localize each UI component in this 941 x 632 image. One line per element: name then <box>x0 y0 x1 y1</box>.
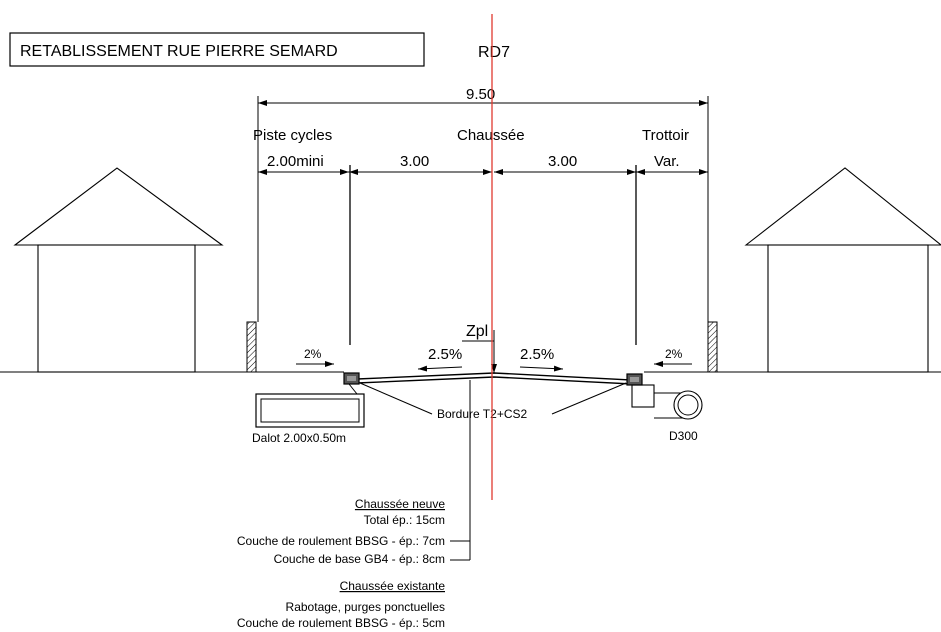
house-left-wall <box>37 244 196 373</box>
label-chaussee: Chaussée <box>457 127 525 144</box>
slope-far-left-text: 2% <box>304 347 322 361</box>
note-base: Couche de base GB4 - ép.: 8cm <box>274 552 445 566</box>
dim-lane-right-text: 3.00 <box>548 153 577 170</box>
house-right-wall <box>767 244 929 373</box>
zpl-label: Zpl <box>466 323 488 340</box>
pipe-d300-inner <box>677 394 699 416</box>
note-existing-title: Chaussée existante <box>340 579 446 593</box>
rd7-label: RD7 <box>478 44 510 61</box>
slope-left-text: 2.5% <box>428 346 462 363</box>
house-right-roof <box>744 167 941 246</box>
curb-left-inner <box>347 376 356 381</box>
drain-box <box>631 384 655 408</box>
dim-lane-left-text: 3.00 <box>400 153 429 170</box>
title-text: RETABLISSEMENT RUE PIERRE SEMARD <box>20 43 338 60</box>
label-piste-cycles: Piste cycles <box>253 127 332 144</box>
bordure-leader-left <box>359 382 433 415</box>
dalot-outer <box>255 393 365 428</box>
dalot-inner <box>260 398 360 423</box>
house-left-roof <box>13 167 224 246</box>
dim-total-text: 9.50 <box>466 86 495 103</box>
slope-right-text: 2.5% <box>520 346 554 363</box>
d300-label: D300 <box>669 429 698 443</box>
note-rabotage: Rabotage, purges ponctuelles <box>286 600 445 614</box>
label-trottoir: Trottoir <box>642 127 689 144</box>
dim-trottoir-text: Var. <box>654 153 680 170</box>
note-roulement-existing: Couche de roulement BBSG - ép.: 5cm <box>237 616 445 630</box>
slope-arrow-right <box>519 365 564 372</box>
title-box <box>9 32 425 67</box>
bordure-leader-right <box>551 382 627 415</box>
curb-right-inner <box>630 377 639 382</box>
wall-left <box>246 321 257 373</box>
slope-far-right-text: 2% <box>665 347 683 361</box>
note-new-title: Chaussée neuve <box>355 497 445 511</box>
note-total: Total ép.: 15cm <box>364 513 445 527</box>
dalot-label: Dalot 2.00x0.50m <box>252 431 346 445</box>
slope-arrow-left <box>417 365 463 372</box>
dim-piste-text: 2.00mini <box>267 153 324 170</box>
note-roulement-new: Couche de roulement BBSG - ép.: 7cm <box>237 534 445 548</box>
road-surface <box>356 372 633 385</box>
dalot-connection <box>348 383 358 395</box>
wall-right <box>707 321 718 373</box>
bordure-label: Bordure T2+CS2 <box>437 407 527 421</box>
